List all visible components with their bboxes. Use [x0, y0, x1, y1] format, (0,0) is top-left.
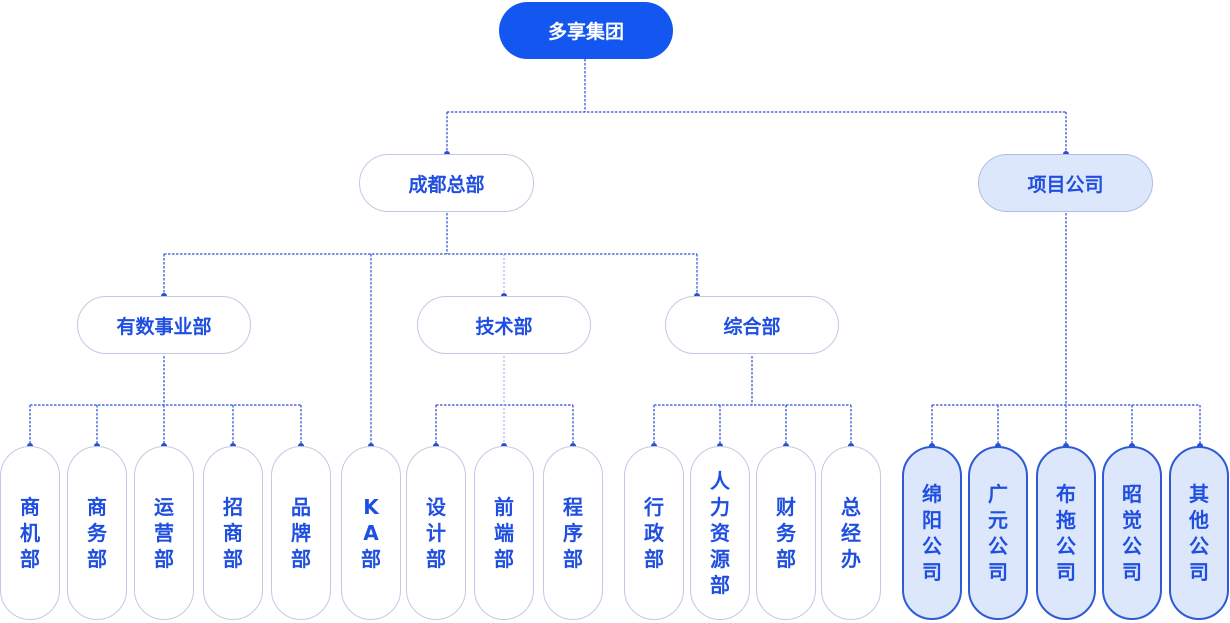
leaf-qianduan: 前端部 — [474, 446, 534, 620]
root-node-duoxiang-group: 多享集团 — [499, 2, 673, 59]
leaf-xingzheng: 行政部 — [624, 446, 684, 620]
leaf-label: 绵阳公司 — [922, 482, 942, 584]
leaf-label: 招商部 — [223, 495, 243, 571]
leaf-ka: KA部 — [341, 446, 401, 620]
leaf-shangji: 商机部 — [0, 446, 60, 620]
leaf-chengxu: 程序部 — [543, 446, 603, 620]
leaf-label: 昭觉公司 — [1122, 482, 1142, 584]
leaf-label: 运营部 — [154, 495, 174, 571]
node-tech-dept: 技术部 — [417, 296, 591, 354]
leaf-zhaojue: 昭觉公司 — [1102, 446, 1162, 620]
leaf-label: 程序部 — [563, 495, 583, 571]
leaf-label: 财务部 — [776, 495, 796, 571]
leaf-label: 总经办 — [841, 495, 861, 571]
leaf-label: 设计部 — [426, 495, 446, 571]
node-label: 成都总部 — [408, 173, 485, 196]
connector-root — [446, 59, 1067, 154]
leaf-label: 人力资源部 — [710, 469, 730, 597]
leaf-mianyang: 绵阳公司 — [902, 446, 962, 620]
connector-chengdu — [163, 213, 698, 446]
leaf-label: 布拖公司 — [1056, 482, 1076, 584]
node-general-dept: 综合部 — [665, 296, 839, 354]
leaf-label: KA部 — [361, 495, 381, 571]
leaf-yunying: 运营部 — [134, 446, 194, 620]
connector-project — [931, 213, 1201, 446]
leaf-label: 商机部 — [20, 495, 40, 571]
leaf-pinpai: 品牌部 — [271, 446, 331, 620]
leaf-label: 前端部 — [494, 495, 514, 571]
node-label: 项目公司 — [1027, 173, 1104, 196]
leaf-renli: 人力资源部 — [690, 446, 750, 620]
leaf-zongjing: 总经办 — [821, 446, 881, 620]
node-project-companies: 项目公司 — [978, 154, 1153, 212]
node-label: 有数事业部 — [116, 315, 212, 338]
leaf-label: 行政部 — [644, 495, 664, 571]
connector-youshu — [29, 356, 302, 446]
leaf-shangwu: 商务部 — [67, 446, 127, 620]
leaf-butuo: 布拖公司 — [1036, 446, 1096, 620]
leaf-sheji: 设计部 — [406, 446, 466, 620]
leaf-label: 商务部 — [87, 495, 107, 571]
node-youshu-division: 有数事业部 — [77, 296, 251, 354]
leaf-label: 广元公司 — [988, 482, 1008, 584]
leaf-zhaoshang: 招商部 — [203, 446, 263, 620]
leaf-guangyuan: 广元公司 — [968, 446, 1028, 620]
leaf-label: 其他公司 — [1189, 482, 1209, 584]
leaf-caiwu: 财务部 — [756, 446, 816, 620]
node-label: 技术部 — [475, 315, 533, 338]
node-chengdu-hq: 成都总部 — [359, 154, 534, 212]
connector-zonghe — [653, 356, 852, 446]
root-label: 多享集团 — [547, 21, 624, 43]
leaf-label: 品牌部 — [291, 495, 311, 571]
node-label: 综合部 — [723, 315, 781, 338]
leaf-qita: 其他公司 — [1169, 446, 1229, 620]
